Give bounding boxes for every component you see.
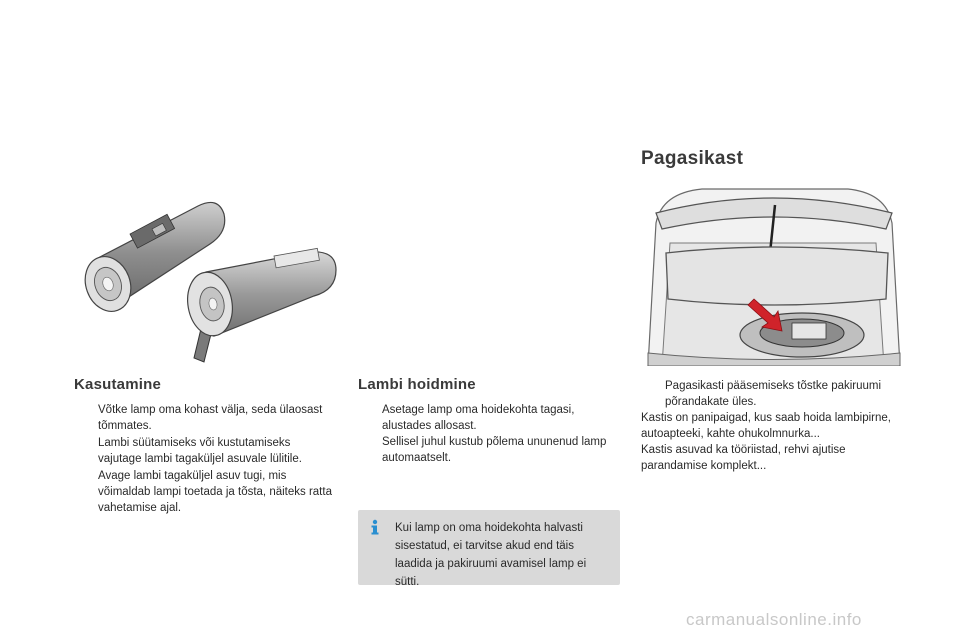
trunk-box-paragraph-2: Kastis asuvad ka tööriistad, rehvi ajuti… <box>641 444 846 472</box>
trunk-box-list: Pagasikasti pääsemiseks tõstke pakiruumi… <box>641 378 905 411</box>
trunk-box-paragraph-1: Kastis on panipaigad, kus saab hoida lam… <box>641 412 891 440</box>
trunk-box-description: Kastis on panipaigad, kus saab hoida lam… <box>641 410 905 474</box>
watermark: carmanualsonline.info <box>686 610 862 629</box>
info-text: Kui lamp on oma hoidekohta halvasti sise… <box>395 522 587 588</box>
lamp-illustration <box>84 201 337 363</box>
trunk-box-heading: Pagasikast <box>641 148 744 169</box>
usage-list: Võtke lamp oma kohast välja, seda ülaosa… <box>74 402 334 517</box>
list-item: Pagasikasti pääsemiseks tõstke pakiruumi… <box>665 380 882 408</box>
storage-list: Asetage lamp oma hoidekohta tagasi, alus… <box>358 402 620 467</box>
lamp-front-view <box>84 201 226 312</box>
red-arrow-icon <box>747 298 783 332</box>
storage-heading: Lambi hoidmine <box>358 376 476 393</box>
list-item: Asetage lamp oma hoidekohta tagasi, alus… <box>382 404 607 464</box>
info-box: Kui lamp on oma hoidekohta halvasti sise… <box>358 510 620 588</box>
list-item: Lambi süütamiseks või kustutamiseks vaju… <box>98 437 302 465</box>
trunk-illustration <box>642 183 904 366</box>
lamp-back-view <box>187 247 337 363</box>
list-item: Avage lambi tagaküljel asuv tugi, mis võ… <box>98 470 332 514</box>
list-item: Võtke lamp oma kohast välja, seda ülaosa… <box>98 404 323 432</box>
info-icon <box>371 519 379 535</box>
usage-heading: Kasutamine <box>74 376 162 393</box>
